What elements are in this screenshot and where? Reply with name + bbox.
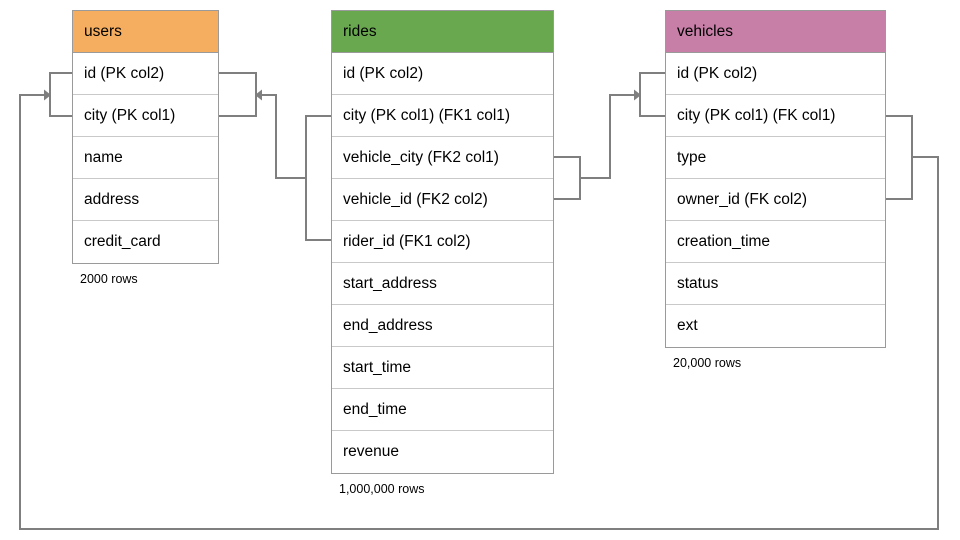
row-count-label-users: 2000 rows	[80, 272, 138, 286]
entity-field-row[interactable]: name	[73, 137, 218, 179]
entity-field-row[interactable]: id (PK col2)	[73, 53, 218, 95]
entity-field-row[interactable]: city (PK col1) (FK1 col1)	[332, 95, 553, 137]
entity-field-row[interactable]: id (PK col2)	[332, 53, 553, 95]
relationship-line	[553, 72, 666, 200]
row-count-label-rides: 1,000,000 rows	[339, 482, 425, 496]
relationship-line	[218, 72, 332, 241]
entity-header-rides: rides	[332, 11, 553, 53]
entity-field-row[interactable]: credit_card	[84, 233, 161, 250]
relationship-arrowhead-icon	[44, 89, 51, 101]
relationship-arrowhead-icon	[255, 89, 262, 101]
row-count-label-vehicles: 20,000 rows	[673, 356, 742, 370]
entity-field-row[interactable]: end_time	[332, 389, 553, 431]
entity-field-row[interactable]: vehicle_id (FK2 col2)	[332, 179, 553, 221]
entity-field-row[interactable]: vehicle_city (FK2 col1)	[332, 137, 553, 179]
entity-field-row[interactable]: rider_id (FK1 col2)	[332, 221, 553, 263]
entity-field-row[interactable]: address	[73, 179, 218, 221]
entity-field-row[interactable]: owner_id (FK col2)	[666, 179, 885, 221]
entity-field-row[interactable]: ext	[677, 317, 698, 334]
entity-field-row[interactable]: end_address	[332, 305, 553, 347]
entity-field-row[interactable]: start_address	[332, 263, 553, 305]
entity-field-row[interactable]: type	[666, 137, 885, 179]
entity-field-row[interactable]: start_time	[332, 347, 553, 389]
relationship-rides-fk1-users	[218, 72, 332, 241]
entity-field-row[interactable]: city (PK col1) (FK col1)	[666, 95, 885, 137]
entity-field-row[interactable]: city (PK col1)	[73, 95, 218, 137]
entity-field-row[interactable]: id (PK col2)	[666, 53, 885, 95]
entity-field-row[interactable]: creation_time	[666, 221, 885, 263]
relationship-arrowhead-icon	[634, 89, 641, 101]
entity-header-users: users	[73, 11, 218, 53]
relationship-rides-fk2-vehicles	[553, 72, 666, 200]
entity-field-row[interactable]: status	[666, 263, 885, 305]
entity-field-row[interactable]: revenue	[343, 443, 400, 460]
entity-header-vehicles: vehicles	[666, 11, 885, 53]
